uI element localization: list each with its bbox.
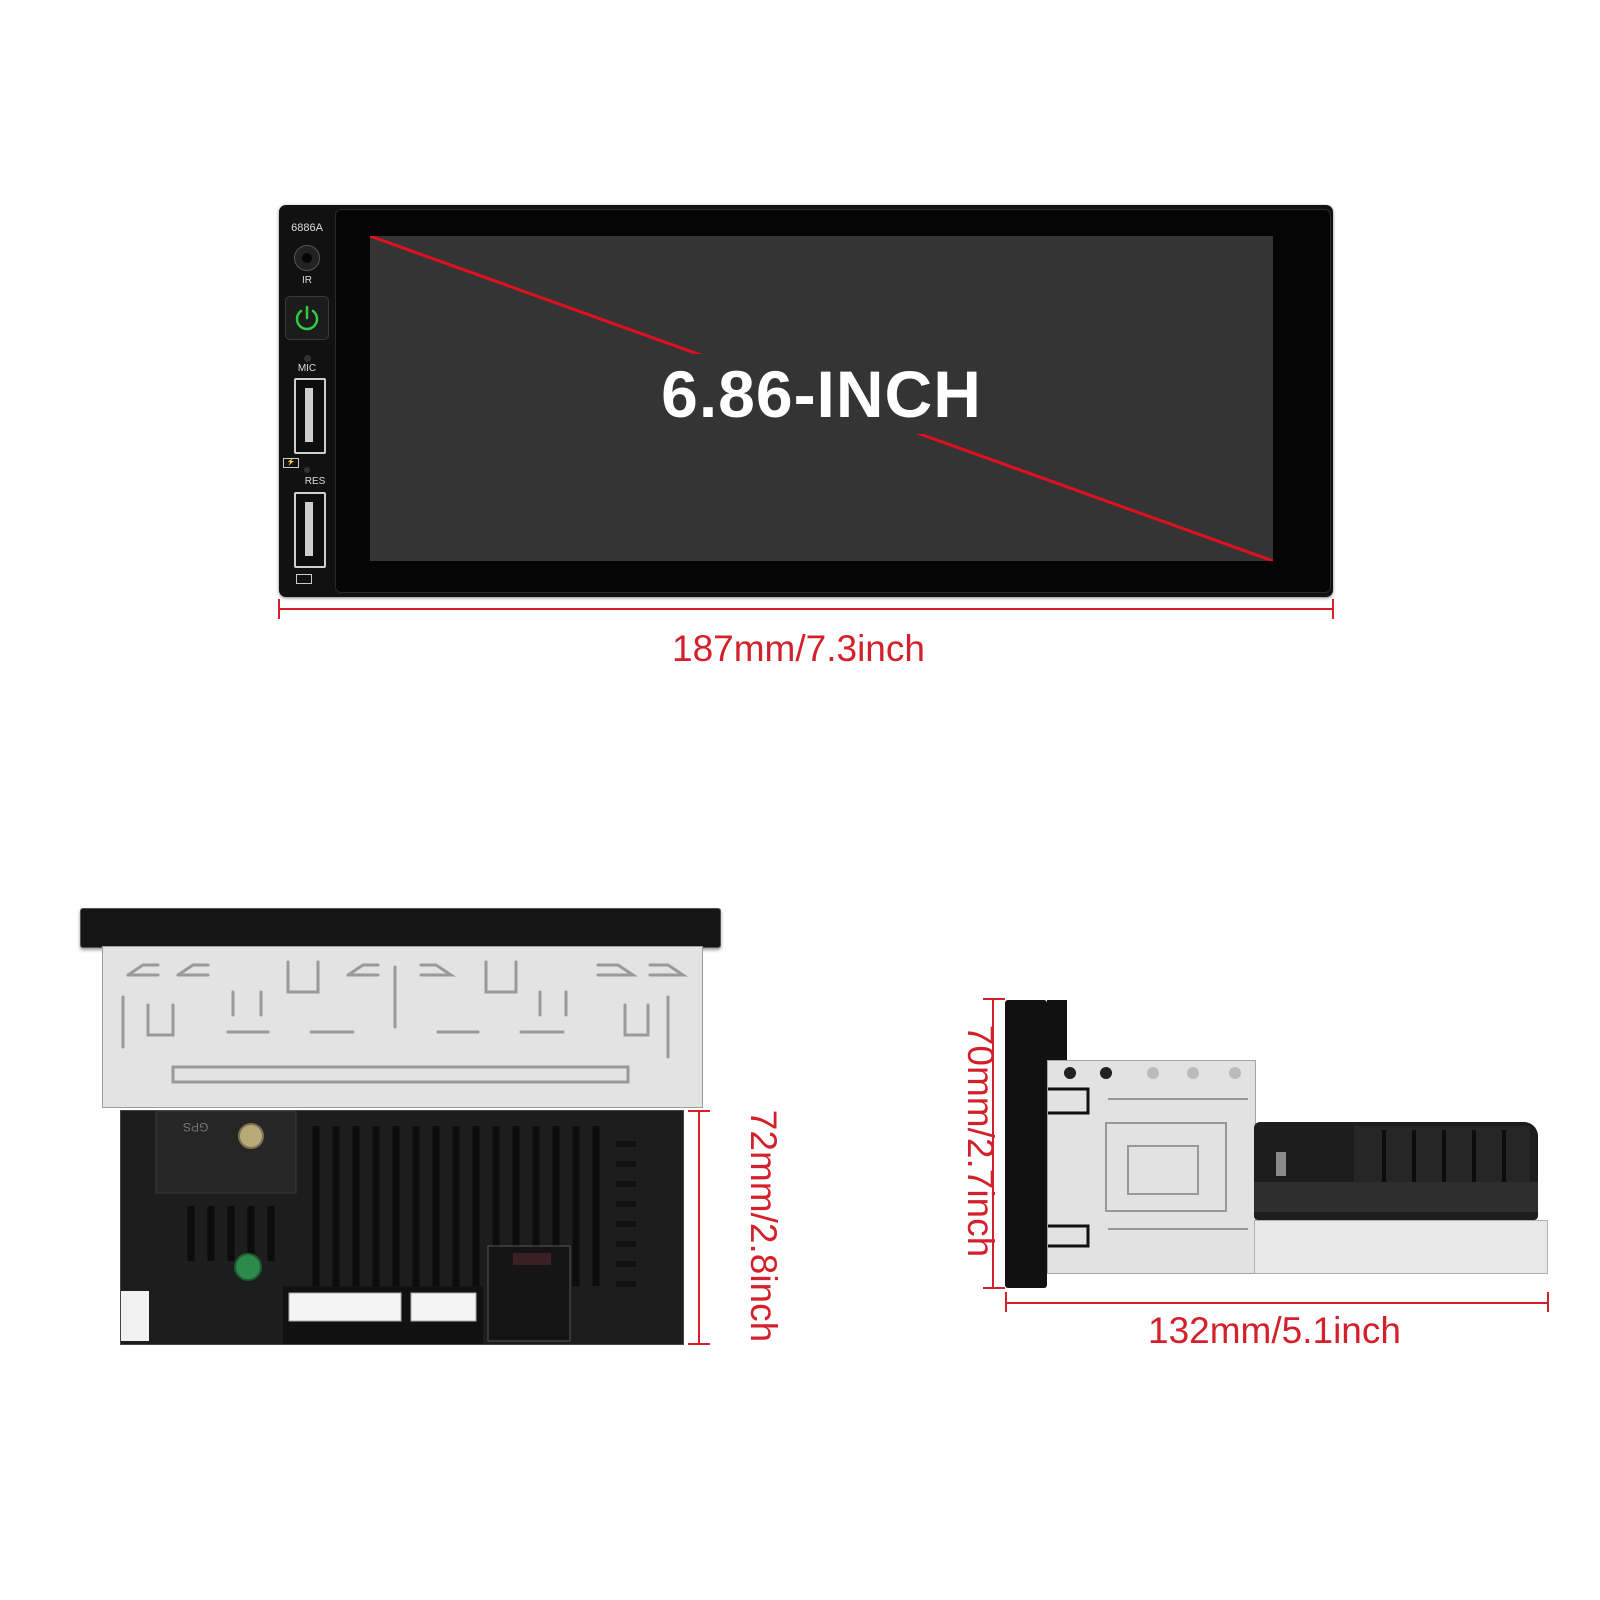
- mic-hole-icon: [304, 355, 311, 362]
- rear-chassis: GPS: [120, 1110, 684, 1345]
- model-label: 6886A: [291, 222, 323, 234]
- side-front-step: [1047, 1000, 1067, 1060]
- front-view-unit: 6886A IR MIC ⚡ RES 6.86-INCH: [279, 205, 1333, 597]
- side-height-dim-label: 70mm/2.7inch: [960, 1024, 1002, 1258]
- reset-hole-icon[interactable]: [304, 467, 310, 473]
- side-front-face: [1005, 1000, 1047, 1288]
- ir-sensor-icon: [294, 245, 320, 271]
- side-height-tick-bottom: [983, 1287, 1005, 1289]
- power-icon: [295, 305, 319, 331]
- charge-icon: ⚡: [283, 458, 299, 468]
- green-connector: [234, 1253, 262, 1281]
- width-dim-label: 187mm/7.3inch: [672, 628, 925, 669]
- cage-tabs: [121, 960, 688, 1084]
- rear-height-dim-label: 72mm/2.8inch: [743, 1109, 785, 1343]
- power-button[interactable]: [285, 296, 329, 340]
- width-dim-line: [278, 608, 1334, 610]
- side-depth-dim-label: 132mm/5.1inch: [1148, 1310, 1401, 1351]
- usb-video-icon: [296, 574, 312, 584]
- front-control-panel: 6886A IR MIC ⚡ RES: [279, 205, 335, 597]
- rear-heatsink: [121, 1111, 636, 1344]
- usb-port-2[interactable]: [294, 492, 326, 568]
- side-chassis: [1254, 1122, 1538, 1220]
- usb-port-1[interactable]: [294, 378, 326, 454]
- gps-label: GPS: [183, 1120, 209, 1134]
- side-heatsink: [1254, 1126, 1538, 1212]
- rear-front-face: [80, 908, 721, 948]
- side-height-dim-line: [992, 998, 994, 1288]
- side-cage-detail: [1048, 1067, 1248, 1248]
- mounting-cage: [102, 946, 703, 1108]
- screen-size-label: 6.86-INCH: [661, 357, 982, 431]
- side-height-tick-top: [983, 998, 1005, 1000]
- ir-label: IR: [302, 275, 312, 286]
- screen: 6.86-INCH: [370, 236, 1273, 561]
- screen-bezel: 6.86-INCH: [335, 209, 1331, 593]
- rear-height-dim-line: [698, 1110, 700, 1343]
- res-label: RES: [304, 476, 326, 487]
- mic-label: MIC: [297, 363, 317, 374]
- gps-antenna-connector: [238, 1123, 264, 1149]
- label-backdrop: [660, 354, 982, 434]
- side-depth-dim-line: [1005, 1302, 1549, 1304]
- side-tray: [1254, 1220, 1548, 1274]
- side-mounting-cage: [1047, 1060, 1256, 1274]
- rear-height-tick-bottom: [688, 1343, 710, 1345]
